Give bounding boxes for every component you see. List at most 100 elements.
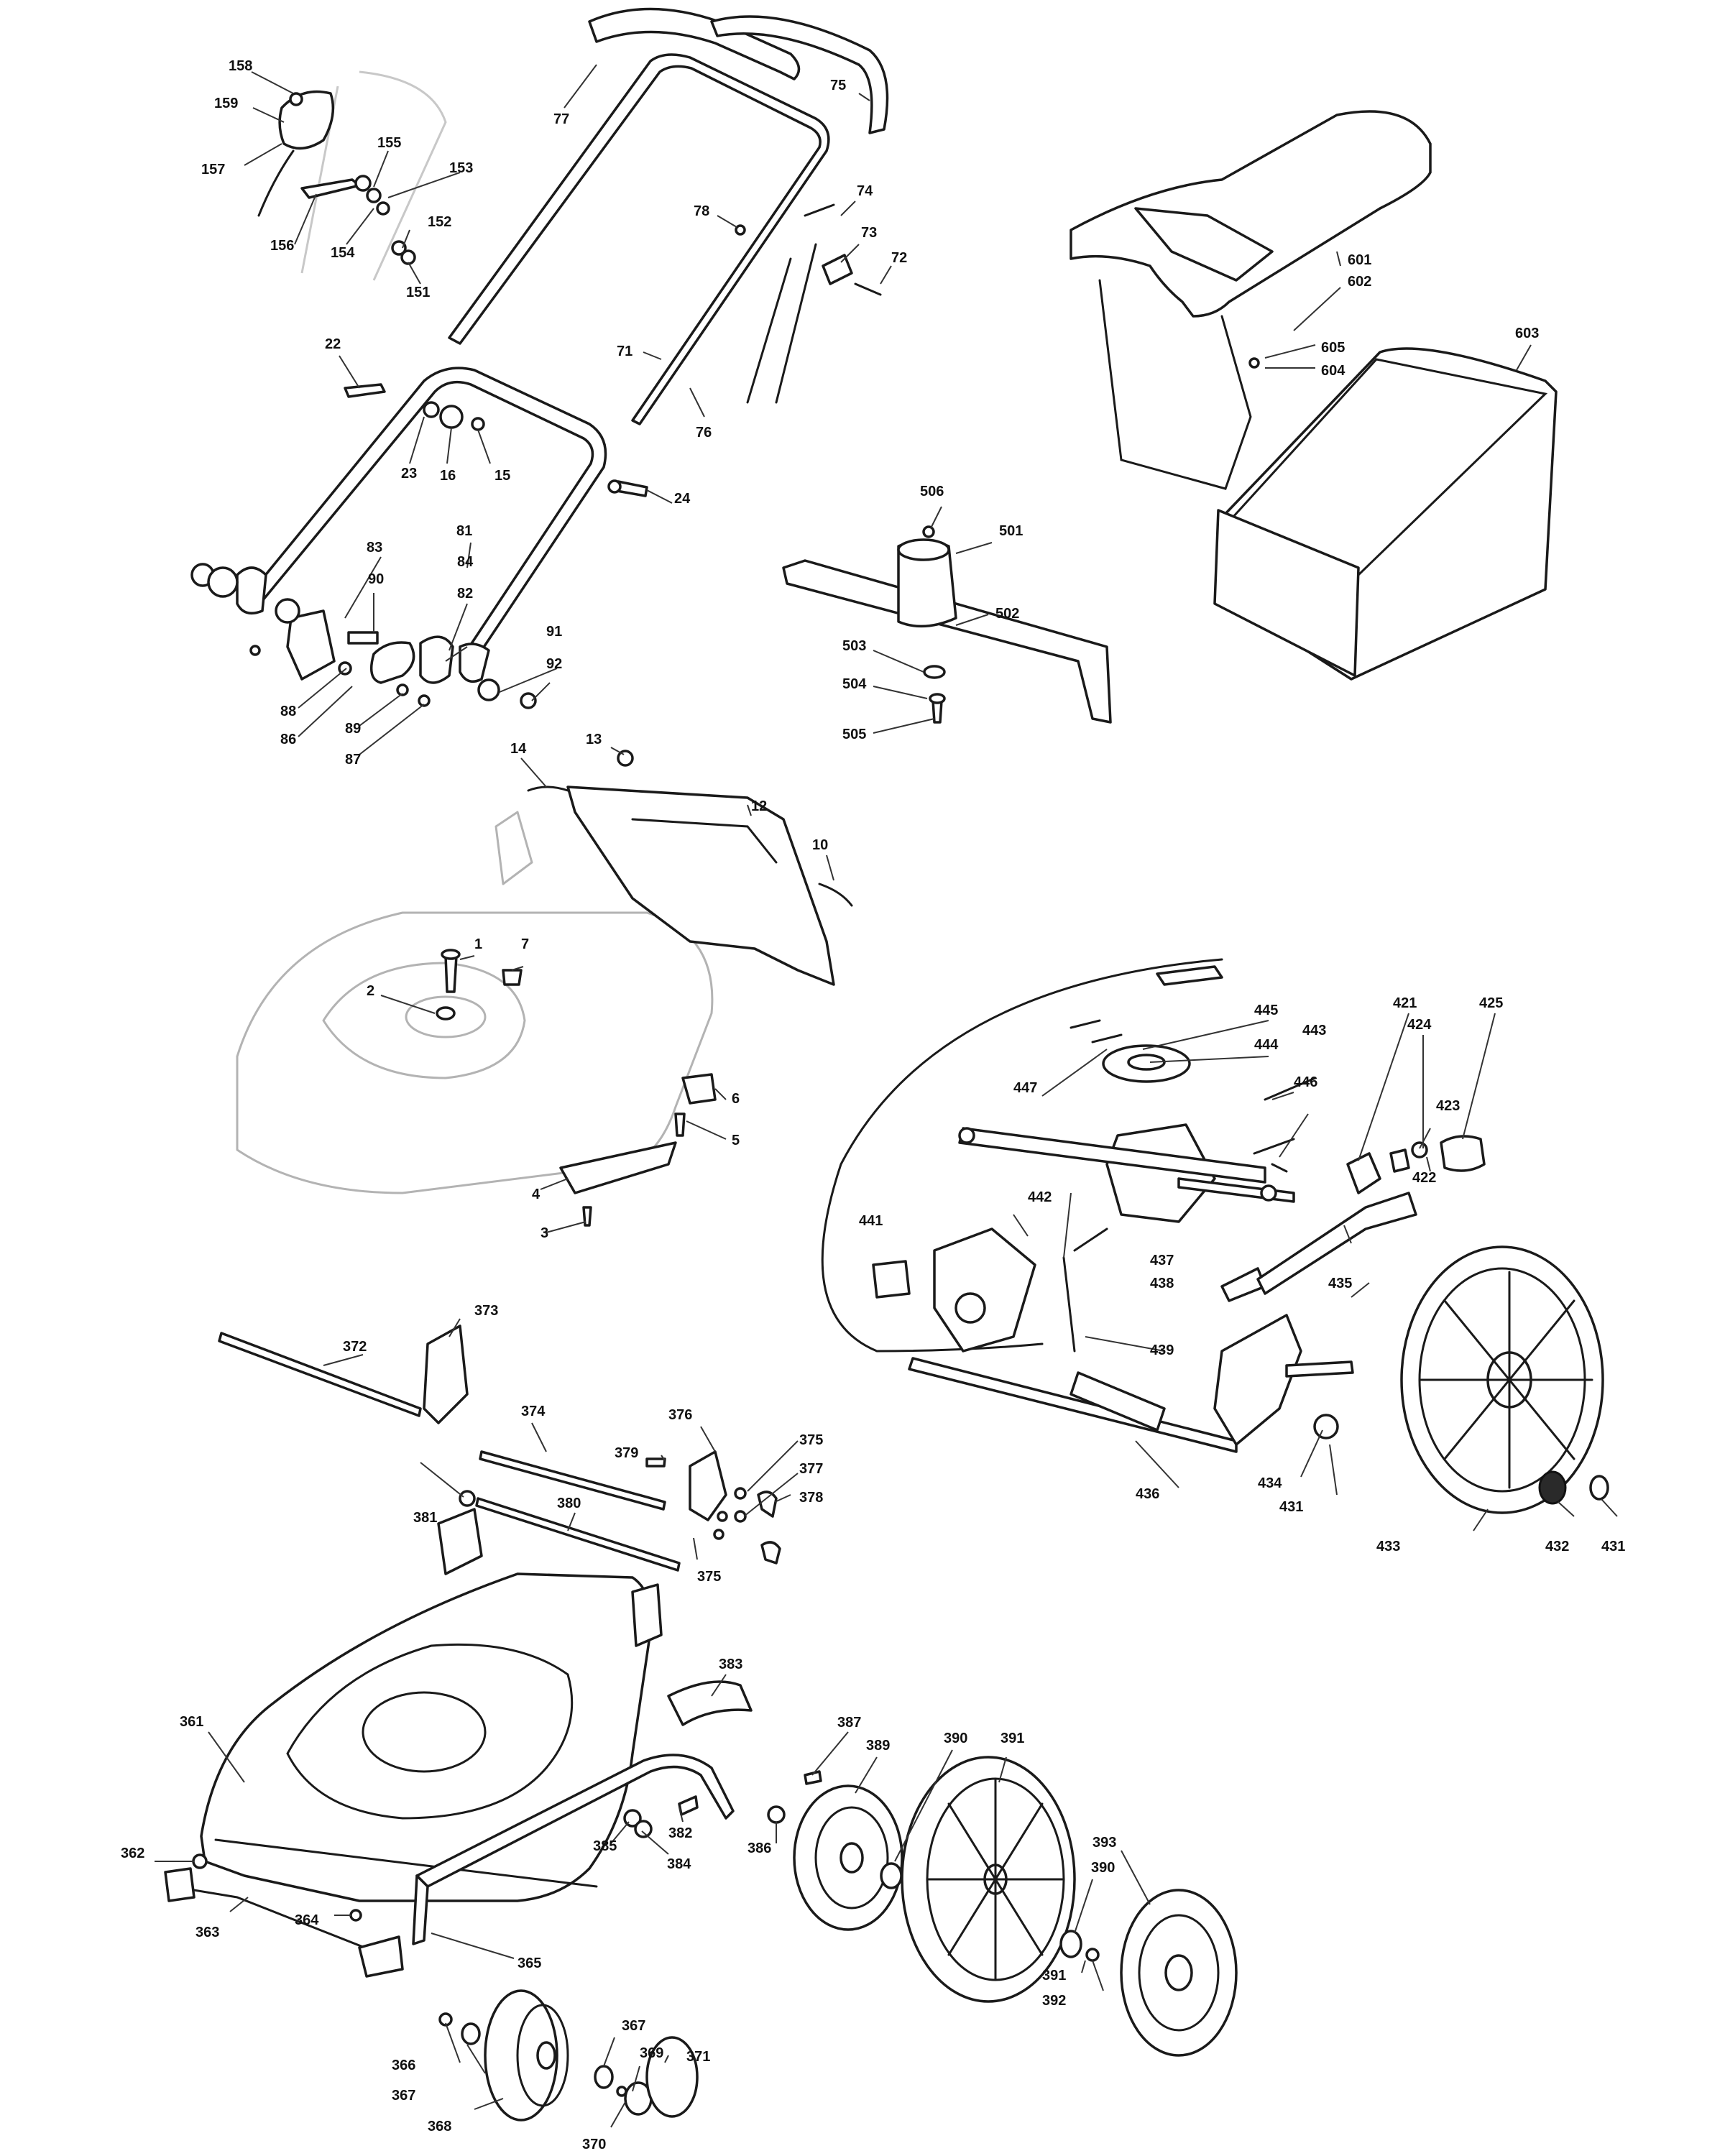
label-506: 506 xyxy=(920,484,944,499)
axle-plate-373 xyxy=(423,1325,469,1424)
deck-ghost-group xyxy=(236,750,853,1227)
label-5: 5 xyxy=(732,1133,740,1148)
label-431b: 431 xyxy=(1601,1539,1625,1554)
label-422: 422 xyxy=(1412,1170,1436,1186)
label-391b: 391 xyxy=(1042,1968,1066,1984)
label-78: 78 xyxy=(694,203,709,219)
height-adjuster-plate xyxy=(286,609,336,681)
label-391: 391 xyxy=(1000,1731,1024,1746)
label-152: 152 xyxy=(428,214,451,230)
label-421: 421 xyxy=(1393,995,1417,1011)
cable-clip xyxy=(822,254,853,285)
label-88: 88 xyxy=(280,704,296,719)
grass-bag-group xyxy=(1070,110,1558,681)
label-436: 436 xyxy=(1136,1486,1159,1502)
label-84: 84 xyxy=(457,554,474,570)
front-wheel xyxy=(484,1989,558,2122)
label-157: 157 xyxy=(201,162,225,178)
label-423: 423 xyxy=(1436,1098,1460,1114)
label-439: 439 xyxy=(1150,1342,1174,1358)
label-73: 73 xyxy=(861,225,877,241)
label-433: 433 xyxy=(1376,1539,1400,1554)
axle-group xyxy=(218,1325,781,1572)
label-443: 443 xyxy=(1302,1023,1326,1038)
label-445: 445 xyxy=(1254,1003,1278,1018)
label-374: 374 xyxy=(521,1404,546,1419)
label-151: 151 xyxy=(406,285,430,300)
label-159: 159 xyxy=(214,96,238,111)
side-bracket xyxy=(933,1227,1036,1353)
label-90: 90 xyxy=(368,571,384,587)
label-14: 14 xyxy=(510,741,527,757)
label-382: 382 xyxy=(668,1825,692,1841)
label-383: 383 xyxy=(719,1657,742,1672)
label-74: 74 xyxy=(857,183,873,199)
axle-380 xyxy=(475,1497,681,1572)
label-376: 376 xyxy=(668,1407,692,1423)
throttle-lever-housing xyxy=(278,90,335,150)
grip-bar xyxy=(588,7,801,80)
label-434: 434 xyxy=(1258,1475,1282,1491)
label-76: 76 xyxy=(696,425,712,441)
label-1: 1 xyxy=(474,936,482,952)
label-155: 155 xyxy=(377,135,401,151)
label-16: 16 xyxy=(440,468,456,484)
label-378: 378 xyxy=(799,1490,823,1506)
throttle-knob xyxy=(289,92,303,106)
leader-lines xyxy=(155,64,1618,2128)
label-13: 13 xyxy=(586,732,602,747)
label-81: 81 xyxy=(456,523,472,539)
blade-group xyxy=(782,525,1112,724)
label-602: 602 xyxy=(1348,274,1371,290)
label-501: 501 xyxy=(999,523,1023,539)
label-381: 381 xyxy=(413,1510,437,1526)
label-368: 368 xyxy=(428,2119,451,2134)
label-444: 444 xyxy=(1254,1037,1279,1053)
label-390: 390 xyxy=(944,1731,967,1746)
label-377: 377 xyxy=(799,1461,823,1477)
axle-plate-376 xyxy=(689,1450,727,1521)
gearbox xyxy=(1105,1123,1216,1223)
handle-knob xyxy=(344,383,386,398)
drive-system-group xyxy=(821,958,1609,1514)
label-438: 438 xyxy=(1150,1276,1174,1291)
label-504: 504 xyxy=(842,676,867,692)
label-503: 503 xyxy=(842,638,866,654)
label-393: 393 xyxy=(1092,1835,1116,1851)
bail-lever xyxy=(710,15,889,134)
label-86: 86 xyxy=(280,732,296,747)
rear-axle-372 xyxy=(218,1332,422,1417)
label-75: 75 xyxy=(830,78,846,93)
label-15: 15 xyxy=(494,468,510,484)
label-370: 370 xyxy=(582,2137,606,2152)
lever-arm xyxy=(300,178,361,199)
label-369: 369 xyxy=(640,2045,663,2061)
label-12: 12 xyxy=(751,798,767,814)
upper-handle xyxy=(448,53,830,425)
label-432: 432 xyxy=(1545,1539,1569,1554)
throttle-lever-group xyxy=(257,70,447,281)
label-392: 392 xyxy=(1042,1993,1066,2009)
label-89: 89 xyxy=(345,721,361,737)
mower-deck xyxy=(200,1572,653,1902)
label-92: 92 xyxy=(546,656,562,672)
label-83: 83 xyxy=(367,540,382,556)
label-10: 10 xyxy=(812,837,828,853)
label-22: 22 xyxy=(325,336,341,352)
label-446: 446 xyxy=(1294,1074,1317,1090)
label-367b: 367 xyxy=(392,2088,415,2104)
adjuster-wheel xyxy=(369,641,415,684)
label-601: 601 xyxy=(1348,252,1371,268)
axle-374 xyxy=(479,1450,666,1511)
label-431: 431 xyxy=(1279,1499,1303,1515)
label-156: 156 xyxy=(270,238,294,254)
label-437: 437 xyxy=(1150,1253,1174,1268)
label-4: 4 xyxy=(532,1187,540,1202)
part-labels: 158 159 157 155 153 156 154 152 151 77 7… xyxy=(121,58,1625,2152)
label-425: 425 xyxy=(1479,995,1503,1011)
height-link xyxy=(908,1357,1238,1453)
label-72: 72 xyxy=(891,250,907,266)
cutting-blade xyxy=(782,559,1112,724)
label-82: 82 xyxy=(457,586,473,602)
